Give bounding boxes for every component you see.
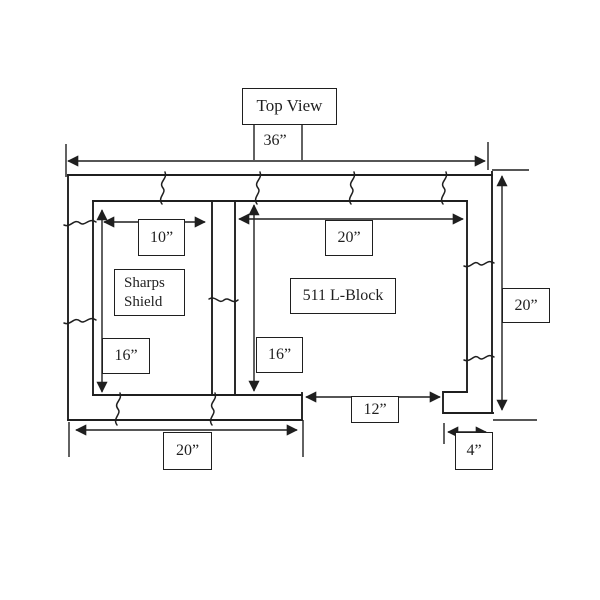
dim-label-20-top: 20” (325, 220, 373, 256)
break-bottom-wall-2 (209, 392, 217, 426)
dim-16-left-text: 16” (114, 347, 138, 365)
sharps-shield-label: Sharps Shield (114, 269, 185, 316)
dim-36-text: 36” (263, 132, 287, 150)
break-bottom-wall-1 (114, 392, 122, 426)
break-right-wall-2 (463, 354, 495, 362)
break-top-wall-2 (254, 171, 262, 205)
dim-20-top-text: 20” (337, 229, 361, 247)
dim-label-20-right: 20” (502, 288, 550, 323)
dim-label-20-bottom: 20” (163, 432, 212, 470)
dim-10-text: 10” (149, 228, 174, 246)
dim-20-right-text: 20” (514, 296, 538, 314)
break-top-wall-4 (440, 171, 448, 205)
sharps-shield-line1: Sharps (124, 274, 165, 291)
sharps-shield-line2: Shield (124, 293, 163, 310)
dim-label-10: 10” (138, 219, 185, 256)
dim-label-12: 12” (351, 396, 399, 423)
dim-label-16-left: 16” (102, 338, 150, 374)
title-text: Top View (256, 96, 323, 116)
dim-label-4: 4” (455, 432, 493, 470)
right-wall-foot (442, 391, 494, 414)
l-block-text: 511 L-Block (302, 287, 384, 305)
wall-break-marks (63, 171, 495, 426)
l-block-label: 511 L-Block (290, 278, 396, 314)
dim-label-36: 36” (252, 128, 298, 154)
dim-label-16-mid: 16” (256, 337, 303, 373)
break-top-wall-3 (348, 171, 356, 205)
dim-20-bottom-text: 20” (175, 442, 200, 460)
dim-12-text: 12” (363, 400, 387, 418)
dim-16-mid-text: 16” (267, 346, 292, 364)
break-middle-wall (208, 297, 239, 303)
break-left-wall-1 (63, 219, 97, 227)
break-top-wall-1 (159, 171, 167, 205)
title-box: Top View (242, 88, 337, 125)
break-left-wall-2 (63, 317, 97, 325)
break-right-wall-1 (463, 260, 495, 268)
dim-4-text: 4” (466, 442, 482, 460)
